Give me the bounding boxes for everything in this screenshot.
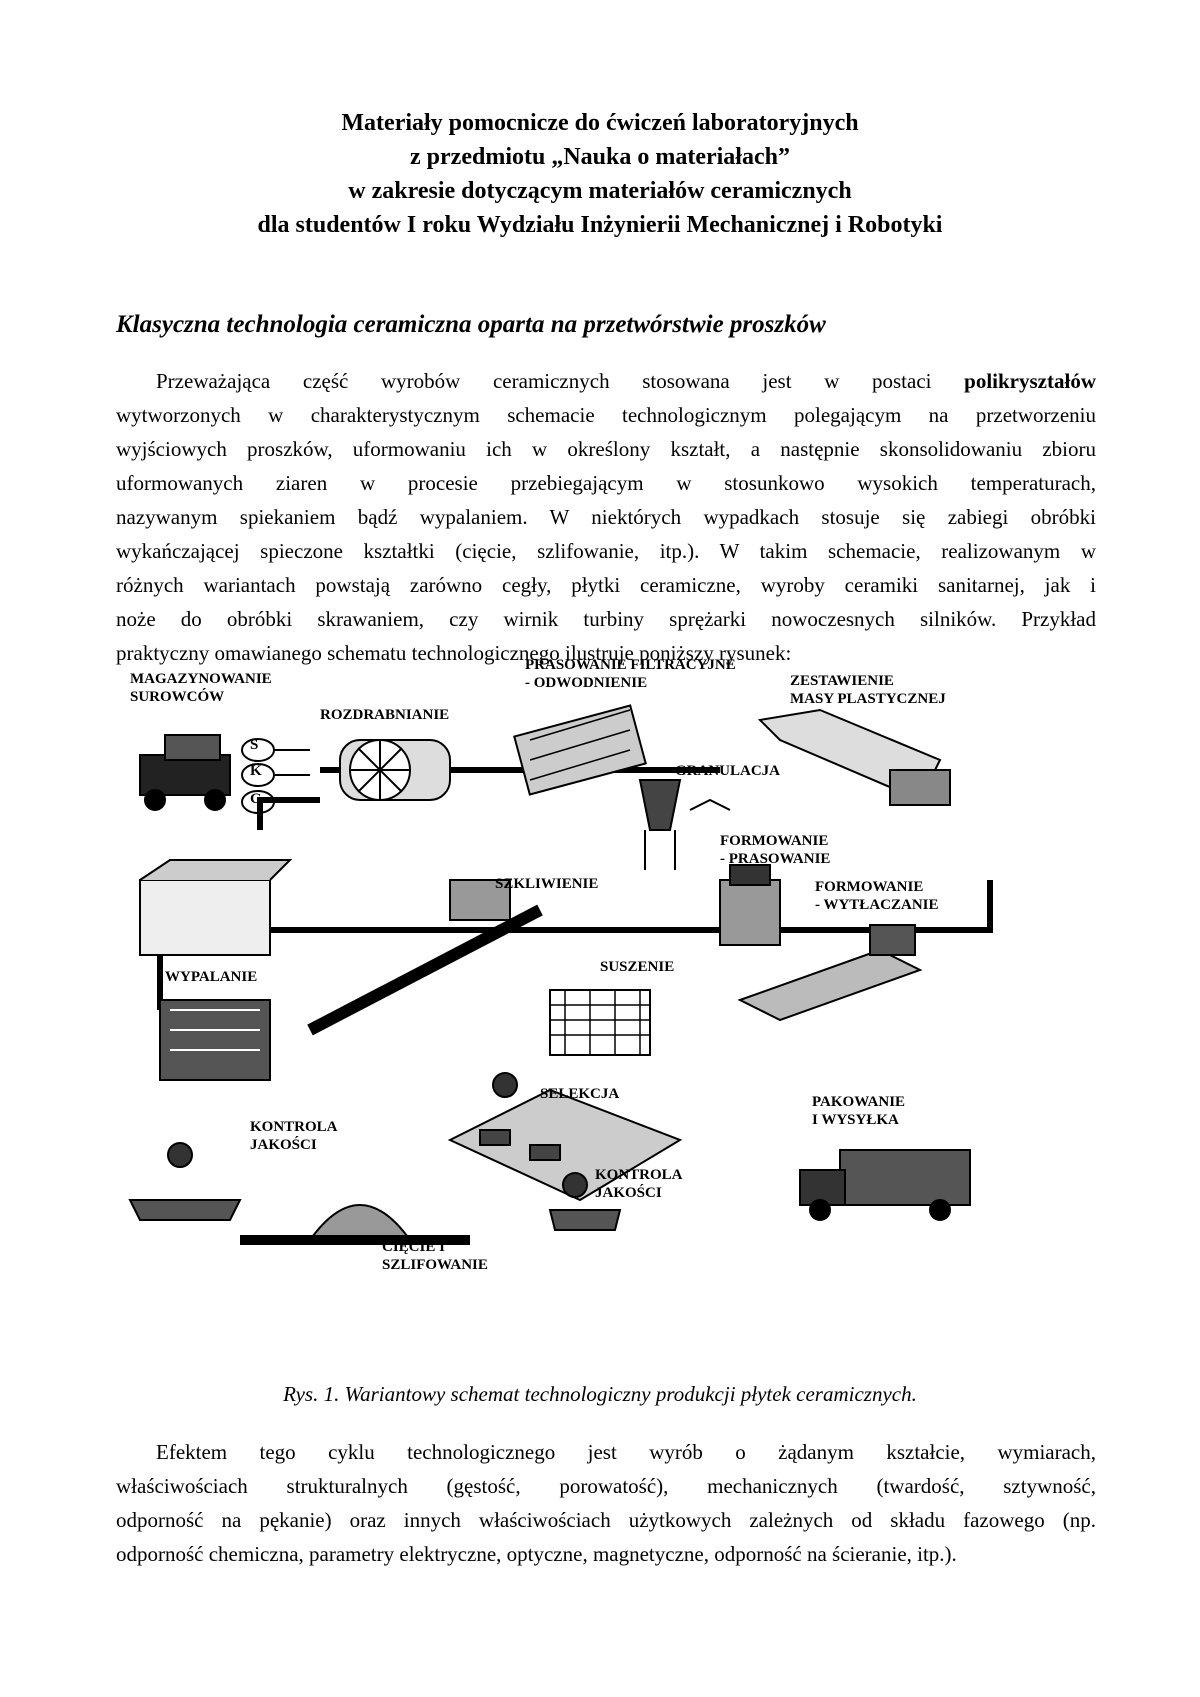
label-line: - PRASOWANIE: [720, 851, 831, 867]
flow-line: [257, 797, 320, 830]
label-line: PRASOWANIE FILTRACYJNE: [525, 657, 736, 673]
label-formowanie-prasowanie: FORMOWANIE - PRASOWANIE: [720, 832, 830, 868]
cutting-machine-icon: [240, 1204, 470, 1245]
press-machine-icon: [719, 864, 781, 946]
paragraph-line: Przeważająca część wyrobów ceramicznych …: [116, 364, 1096, 398]
paragraph-line: noże do obróbki skrawaniem, czy wirnik t…: [116, 607, 1096, 631]
paragraph-line: właściwościach strukturalnych (gęstość, …: [116, 1474, 1096, 1498]
paragraph-line: praktyczny omawianego schematu technolog…: [116, 641, 792, 665]
header-line: w zakresie dotyczącym materiałów ceramic…: [348, 178, 852, 204]
glazing-line-icon: [307, 879, 543, 1036]
paragraph-line: odporność na pękanie) oraz innych właści…: [116, 1508, 1096, 1532]
header-line: dla studentów I roku Wydziału Inżynierii…: [257, 212, 943, 238]
selection-table-icon: [447, 1072, 683, 1202]
label-skg-k: K: [250, 763, 262, 779]
flow-line: [160, 880, 993, 933]
paragraph-line: wyjściowych proszków, uformowaniu ich w …: [116, 437, 1096, 461]
label-kontrola-jakosci-2: KONTROLA JAKOŚCI: [595, 1166, 683, 1202]
extruder-icon: [737, 924, 923, 1022]
worker-left-icon: [128, 1142, 242, 1221]
label-selekcja: SELEKCJA: [540, 1086, 620, 1102]
label-line: ZESTAWIENIE: [790, 673, 894, 689]
process-diagram: MAGAZYNOWANIE SUROWCÓW S K G ROZDRABNIAN…: [120, 657, 1080, 1360]
label-granulacja: GRANULACJA: [675, 763, 780, 779]
label-line: PAKOWANIE: [812, 1094, 906, 1110]
label-line: SZLIFOWANIE: [382, 1257, 488, 1273]
label-kontrola-jakosci-1: KONTROLA JAKOŚCI: [250, 1118, 338, 1154]
label-line: I WYSYŁKA: [812, 1112, 899, 1128]
paragraph-line: odporność chemiczna, parametry elektrycz…: [116, 1542, 957, 1566]
label-skg-g: G: [250, 791, 262, 807]
label-formowanie-wytlaczanie: FORMOWANIE - WYTŁACZANIE: [815, 878, 939, 914]
paragraph-line: wytworzonych w charakterystycznym schema…: [116, 403, 1096, 427]
figure-caption: Rys. 1. Wariantowy schemat technologiczn…: [283, 1382, 917, 1406]
dump-truck-icon: [139, 734, 231, 811]
delivery-truck-icon: [799, 1149, 971, 1221]
label-skg-s: S: [250, 737, 259, 753]
label-line: MASY PLASTYCZNEJ: [790, 691, 946, 707]
label-line: FORMOWANIE: [815, 879, 924, 895]
document-header: Materiały pomocnicze do ćwiczeń laborato…: [0, 106, 1200, 242]
label-line: - WYTŁACZANIE: [815, 897, 939, 913]
paragraph-line: wykańczającej spieczone kształtki (cięci…: [116, 539, 1096, 563]
label-line: JAKOŚCI: [595, 1185, 662, 1201]
bold-term: polikryształów: [964, 369, 1096, 393]
worker-right-icon: [548, 1172, 622, 1231]
label-wypalanie: WYPALANIE: [165, 969, 258, 985]
label-line: JAKOŚCI: [250, 1137, 317, 1153]
filter-press-icon: [513, 704, 647, 796]
label-szkliwienie: SZKLIWIENIE: [495, 876, 599, 892]
mixer-conveyor-icon: [757, 708, 951, 806]
kiln-icon: [139, 859, 293, 1081]
dryer-rack-icon: [549, 989, 651, 1056]
process-flow-illustration: [128, 704, 993, 1245]
label-line: CIĘCIE I: [382, 1239, 445, 1255]
label-rozdrabnianie: ROZDRABNIANIE: [320, 707, 450, 723]
ball-mill-icon: [339, 739, 451, 801]
text-span: Przeważająca część wyrobów ceramicznych …: [156, 369, 932, 393]
label-line: - ODWODNIENIE: [525, 675, 648, 691]
granulator-icon: [638, 779, 731, 870]
label-prasowanie: PRASOWANIE FILTRACYJNE - ODWODNIENIE: [525, 656, 736, 692]
label-line: KONTROLA: [595, 1167, 683, 1183]
label-line: MAGAZYNOWANIE: [130, 671, 272, 687]
section-title: Klasyczna technologia ceramiczna oparta …: [116, 311, 826, 338]
label-line: KONTROLA: [250, 1119, 338, 1135]
label-line: FORMOWANIE: [720, 833, 829, 849]
label-zestawienie: ZESTAWIENIE MASY PLASTYCZNEJ: [790, 672, 946, 708]
paragraph-result: Efektem tego cyklu technologicznego jest…: [116, 1435, 1096, 1571]
header-line: z przedmiotu „Nauka o materiałach”: [410, 144, 790, 170]
paragraph-line: Efektem tego cyklu technologicznego jest…: [156, 1440, 1096, 1464]
label-pakowanie: PAKOWANIE I WYSYŁKA: [812, 1093, 905, 1129]
header-line: Materiały pomocnicze do ćwiczeń laborato…: [341, 110, 859, 136]
paragraph-line: różnych wariantach powstają zarówno cegł…: [116, 573, 1096, 597]
paragraph-intro: Przeważająca część wyrobów ceramicznych …: [116, 364, 1096, 670]
paragraph-line: nazywanym spiekaniem bądź wypalaniem. W …: [116, 505, 1096, 529]
paragraph-line: uformowanych ziaren w procesie przebiega…: [116, 471, 1096, 495]
label-magazynowanie: MAGAZYNOWANIE SUROWCÓW: [130, 670, 272, 706]
label-suszenie: SUSZENIE: [600, 959, 675, 975]
skg-bins-icon: [241, 738, 310, 814]
label-line: SUROWCÓW: [130, 689, 225, 705]
label-ciecie: CIĘCIE I SZLIFOWANIE: [382, 1238, 488, 1274]
